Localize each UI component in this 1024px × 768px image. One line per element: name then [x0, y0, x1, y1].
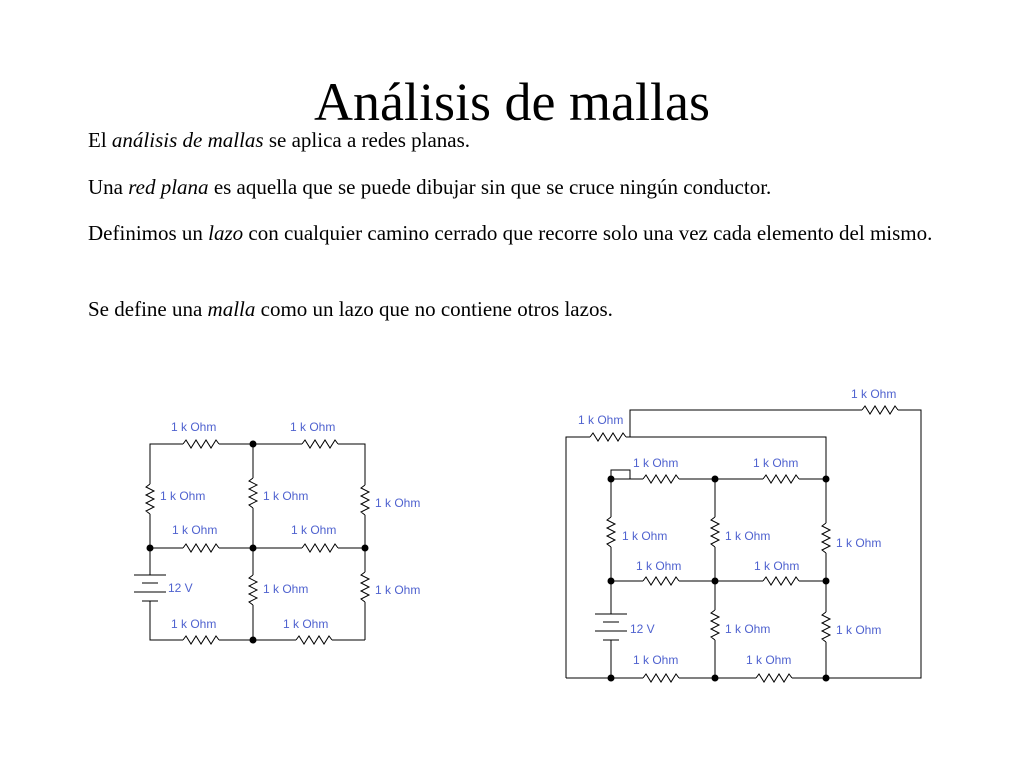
left-circuit-wires: [149, 443, 366, 641]
right-label-v-right-up: 1 k Ohm: [836, 536, 881, 550]
right-resistor-outer-top: [861, 405, 899, 415]
left-label-mid-2: 1 k Ohm: [291, 523, 336, 537]
term-red-plana: red plana: [128, 175, 209, 199]
right-resistor-v-right-down: [820, 611, 832, 643]
right-label-outer-left: 1 k Ohm: [578, 413, 623, 427]
paragraph-analisis: El análisis de mallas se aplica a redes …: [88, 128, 471, 152]
right-resistor-outer-left: [589, 432, 627, 442]
left-label-top-2: 1 k Ohm: [290, 420, 335, 434]
right-label-v-mid-up: 1 k Ohm: [725, 529, 770, 543]
right-resistor-v-mid-up: [709, 516, 721, 548]
left-nodes: [146, 440, 369, 644]
right-circuit-wires: [565, 409, 922, 679]
left-resistor-v-right-down: [359, 571, 371, 603]
left-label-top-1: 1 k Ohm: [171, 420, 216, 434]
left-battery-icon: [134, 574, 166, 602]
left-label-bot-2: 1 k Ohm: [283, 617, 328, 631]
right-label-top-2: 1 k Ohm: [753, 456, 798, 470]
term-analisis-de-mallas: análisis de mallas: [111, 128, 264, 152]
left-label-v-left: 1 k Ohm: [160, 489, 205, 503]
slide-title: Análisis de mallas: [314, 72, 710, 133]
left-resistor-mid-1: [182, 543, 220, 553]
left-resistor-mid-2: [301, 543, 339, 553]
right-label-mid-1: 1 k Ohm: [636, 559, 681, 573]
paragraph-lazo: Definimos un lazo con cualquier camino c…: [88, 221, 933, 245]
right-label-bot-2: 1 k Ohm: [746, 653, 791, 667]
left-resistor-top-2: [301, 439, 339, 449]
right-resistors: [589, 405, 899, 683]
left-resistor-bot-1: [182, 635, 220, 645]
right-battery-icon: [595, 613, 627, 641]
left-labels: 1 k Ohm 1 k Ohm 1 k Ohm 1 k Ohm 1 k Ohm …: [160, 420, 420, 631]
right-label-v-right-down: 1 k Ohm: [836, 623, 881, 637]
paragraph-malla: Se define una malla como un lazo que no …: [88, 297, 613, 321]
left-resistor-v-right-up: [359, 484, 371, 516]
left-resistor-bot-2: [295, 635, 333, 645]
right-resistor-mid-2: [762, 576, 800, 586]
right-label-bot-1: 1 k Ohm: [633, 653, 678, 667]
left-label-v-right-up: 1 k Ohm: [375, 496, 420, 510]
right-resistor-v-left: [605, 516, 617, 548]
right-nodes: [607, 475, 830, 682]
left-resistor-v-mid-up: [247, 477, 259, 509]
left-label-v-mid-down: 1 k Ohm: [263, 582, 308, 596]
right-resistor-top-1: [642, 474, 680, 484]
right-resistor-v-right-up: [820, 522, 832, 554]
left-label-v-mid-up: 1 k Ohm: [263, 489, 308, 503]
right-resistor-bot-2: [755, 673, 793, 683]
right-resistor-mid-1: [642, 576, 680, 586]
left-label-v-right-down: 1 k Ohm: [375, 583, 420, 597]
paragraph-red-plana: Una red plana es aquella que se puede di…: [88, 175, 772, 199]
term-lazo: lazo: [208, 221, 244, 245]
right-label-source: 12 V: [630, 622, 655, 636]
left-label-source: 12 V: [168, 581, 193, 595]
right-label-outer-top: 1 k Ohm: [851, 387, 896, 401]
right-labels: 1 k Ohm 1 k Ohm 1 k Ohm 1 k Ohm 1 k Ohm …: [578, 387, 896, 667]
left-resistor-v-left: [144, 483, 156, 515]
right-label-top-1: 1 k Ohm: [633, 456, 678, 470]
left-resistors: [144, 439, 371, 645]
right-label-mid-2: 1 k Ohm: [754, 559, 799, 573]
right-label-v-mid-down: 1 k Ohm: [725, 622, 770, 636]
term-malla: malla: [207, 297, 256, 321]
left-resistor-top-1: [182, 439, 220, 449]
left-label-mid-1: 1 k Ohm: [172, 523, 217, 537]
left-resistor-v-mid-down: [247, 574, 259, 606]
right-resistor-top-2: [762, 474, 800, 484]
right-label-v-left: 1 k Ohm: [622, 529, 667, 543]
right-resistor-bot-1: [642, 673, 680, 683]
left-label-bot-1: 1 k Ohm: [171, 617, 216, 631]
right-resistor-v-mid-down: [709, 609, 721, 641]
